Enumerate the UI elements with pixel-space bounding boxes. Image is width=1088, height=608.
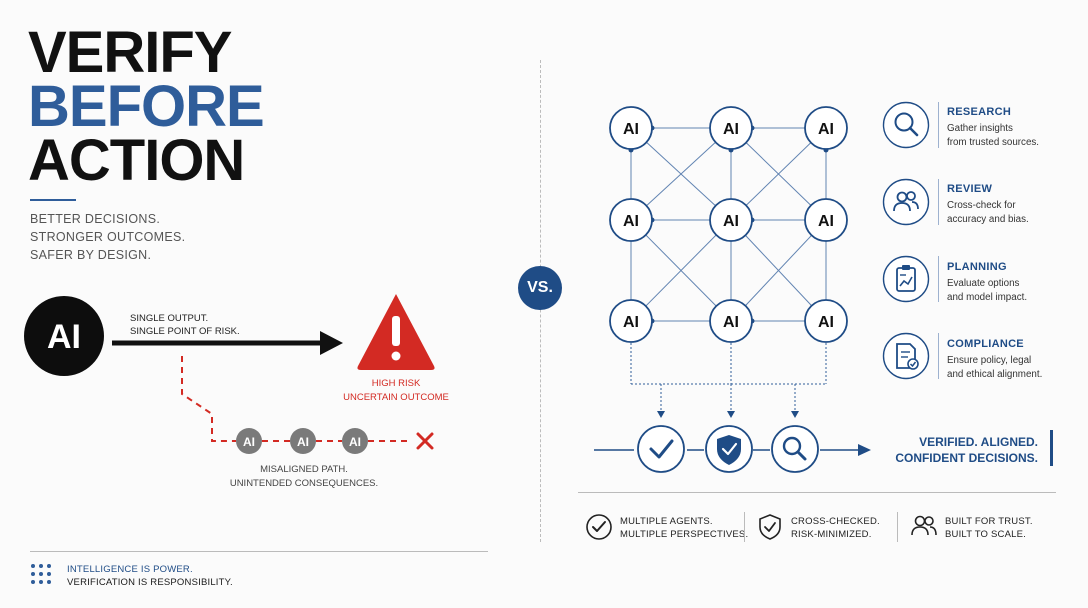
risk-label-1: HIGH RISK <box>372 378 421 389</box>
benefit-title-review: REVIEW <box>947 183 993 195</box>
feature-1-line-1: MULTIPLE AGENTS. <box>620 516 713 527</box>
people-icon <box>882 178 930 226</box>
headline-underline <box>30 199 76 201</box>
single-ai-node-label: AI <box>47 318 81 356</box>
benefit-title-research: RESEARCH <box>947 106 1012 118</box>
svg-text:AI: AI <box>297 435 309 449</box>
verified-accent-bar <box>1050 430 1053 466</box>
check-icon <box>637 425 685 473</box>
path-ai-node-3 <box>342 428 368 454</box>
dots-icon <box>31 564 51 584</box>
check-circle-icon <box>586 514 612 540</box>
single-ai-diagram: AI SINGLE OUTPUT. SINGLE POINT OF RISK. … <box>24 294 449 489</box>
path-ai-node-2 <box>290 428 316 454</box>
tagline-3: SAFER BY DESIGN. <box>30 248 152 262</box>
headline-action: ACTION <box>28 128 245 193</box>
grid-ai-node <box>709 299 753 343</box>
arrow-caption-1: SINGLE OUTPUT. <box>130 313 208 324</box>
grid-ai-label: AI <box>818 121 834 138</box>
benefit-title-planning: PLANNING <box>947 261 1007 273</box>
svg-text:AI: AI <box>243 435 255 449</box>
verified-line-2: CONFIDENT DECISIONS. <box>895 451 1038 465</box>
arrow-caption-2: SINGLE POINT OF RISK. <box>130 326 240 337</box>
grid-ai-label: AI <box>723 213 739 230</box>
grid-ai-node <box>609 106 653 150</box>
ai-network-diagram: AI AI AI AI AI AI AI AI AI <box>609 106 848 418</box>
path-ai-node-1 <box>236 428 262 454</box>
single-ai-node <box>24 296 104 376</box>
grid-ai-label: AI <box>623 121 639 138</box>
grid-ai-label: AI <box>623 314 639 331</box>
verified-statement: VERIFIED. ALIGNED. CONFIDENT DECISIONS. <box>868 434 1038 466</box>
feature-2-line-1: CROSS-CHECKED. <box>791 516 880 527</box>
feature-1-line-2: MULTIPLE PERSPECTIVES. <box>620 529 749 540</box>
path-caption-1: MISALIGNED PATH. <box>260 464 348 475</box>
path-caption-2: UNINTENDED CONSEQUENCES. <box>230 478 378 489</box>
benefit-title-compliance: COMPLIANCE <box>947 338 1024 350</box>
magnifier-icon <box>771 425 819 473</box>
magnifier-icon <box>882 101 930 149</box>
feature-3-line-2: BUILT TO SCALE. <box>945 529 1026 540</box>
grid-ai-node <box>709 198 753 242</box>
grid-ai-label: AI <box>818 314 834 331</box>
grid-ai-label: AI <box>723 314 739 331</box>
verification-row <box>594 425 871 473</box>
grid-ai-label: AI <box>723 121 739 138</box>
grid-ai-label: AI <box>623 213 639 230</box>
headline-verify: VERIFY <box>28 20 232 85</box>
vs-label: VS. <box>527 279 553 296</box>
grid-ai-node <box>709 106 753 150</box>
risk-label-2: UNCERTAIN OUTCOME <box>343 392 449 403</box>
people-icon <box>911 515 937 536</box>
feature-2-line-2: RISK-MINIMIZED. <box>791 529 872 540</box>
feature-3-line-1: BUILT FOR TRUST. <box>945 516 1033 527</box>
grid-ai-node <box>609 198 653 242</box>
fail-x-icon <box>416 432 434 450</box>
document-check-icon <box>882 332 930 380</box>
grid-ai-label: AI <box>818 213 834 230</box>
svg-text:AI: AI <box>349 435 361 449</box>
tagline-1: BETTER DECISIONS. <box>30 212 161 226</box>
headline-before: BEFORE <box>28 74 265 139</box>
vs-badge: VS. <box>518 266 562 310</box>
grid-ai-node <box>804 106 848 150</box>
misaligned-path <box>181 356 236 442</box>
clipboard-chart-icon <box>882 255 930 303</box>
tagline-2: STRONGER OUTCOMES. <box>30 230 186 244</box>
footer-divider <box>30 551 488 552</box>
verified-line-1: VERIFIED. ALIGNED. <box>919 435 1038 449</box>
footer-line-1: INTELLIGENCE IS POWER. <box>67 564 193 575</box>
single-output-arrowhead <box>320 331 343 355</box>
grid-ai-node <box>609 299 653 343</box>
footer-line-2: VERIFICATION IS RESPONSIBILITY. <box>67 577 233 588</box>
grid-ai-node <box>804 198 848 242</box>
shield-check-icon <box>759 514 781 540</box>
features-divider <box>578 492 1056 493</box>
merge-connectors <box>630 343 827 412</box>
grid-ai-node <box>804 299 848 343</box>
